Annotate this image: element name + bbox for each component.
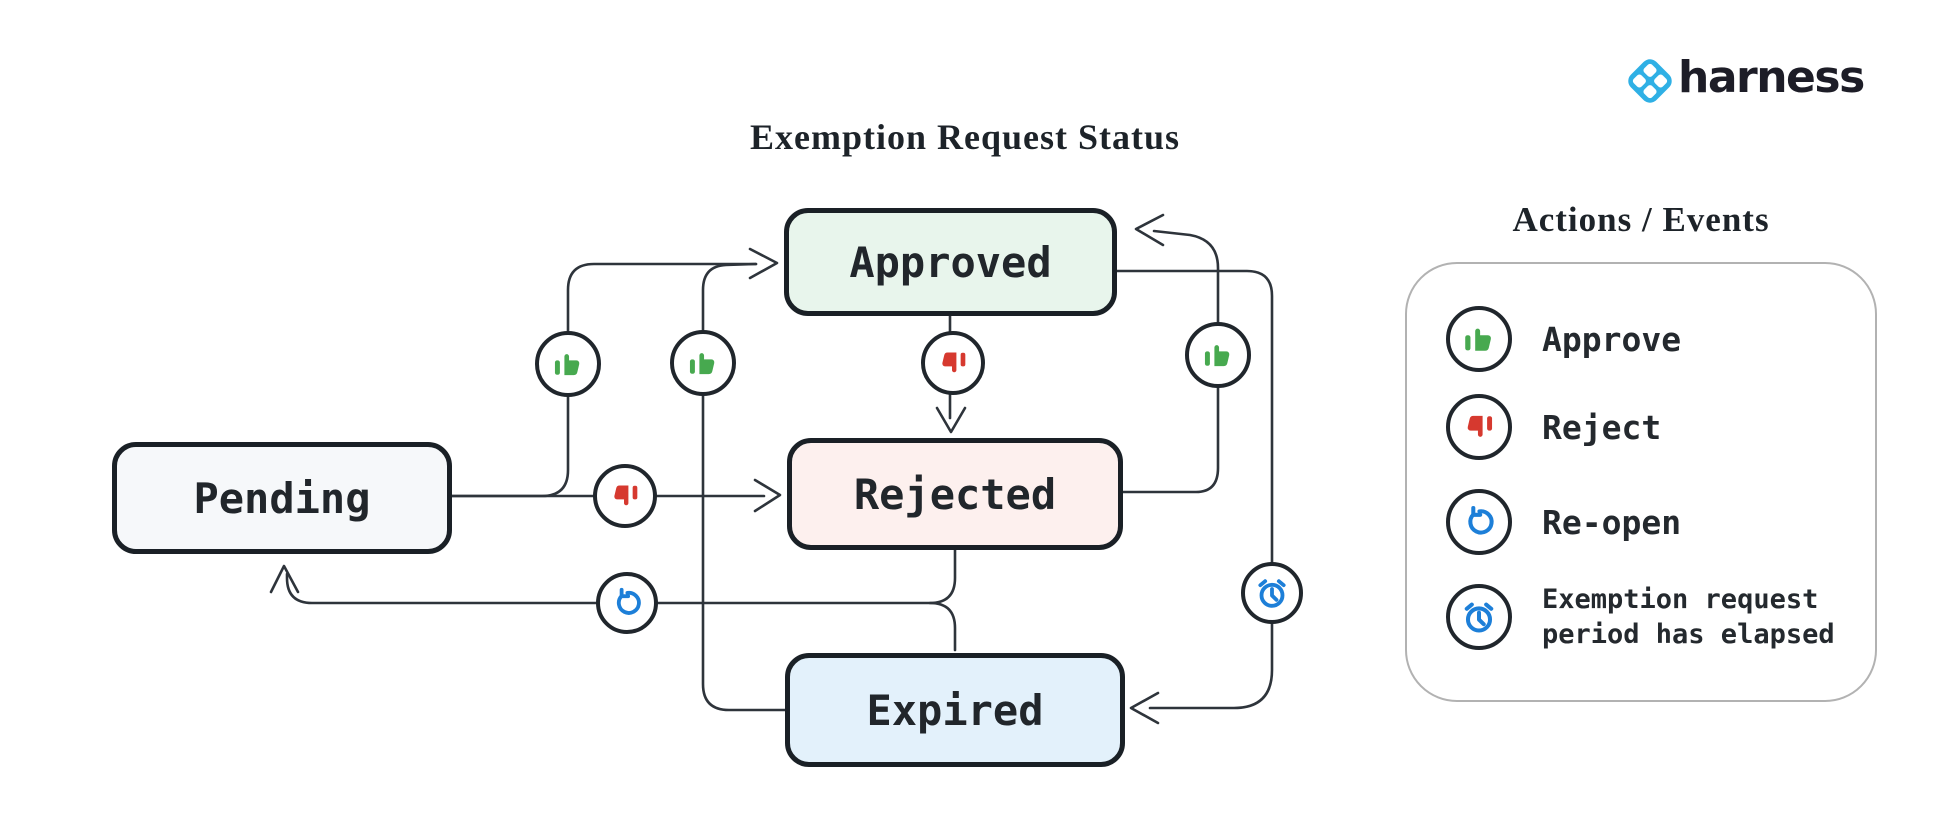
legend-label-approve: Approve xyxy=(1542,319,1682,359)
thumbs-up-icon xyxy=(685,345,721,381)
approve-badge-rejected-approved xyxy=(1185,322,1251,388)
arrowhead-into-approved-right xyxy=(1134,213,1165,247)
state-node-approved: Approved xyxy=(784,208,1117,316)
reject-badge-pending-rejected xyxy=(593,464,657,528)
alarm-clock-icon xyxy=(1458,596,1500,638)
legend-item-approve: Approve xyxy=(1446,306,1681,372)
legend-item-reject: Reject xyxy=(1446,394,1661,460)
arrowhead-into-approved-left xyxy=(748,247,779,280)
legend-label-reject: Reject xyxy=(1542,407,1662,447)
legend-item-elapsed: Exemption request period has elapsed xyxy=(1446,582,1835,652)
legend-approve-badge xyxy=(1446,306,1512,372)
legend-reject-badge xyxy=(1446,394,1512,460)
approve-badge-expired-approved xyxy=(670,330,736,396)
legend-title: Actions / Events xyxy=(1512,200,1770,239)
diagram-title: Exemption Request Status xyxy=(749,117,1181,157)
reopen-icon xyxy=(1461,504,1497,540)
edge-expired-approved xyxy=(701,262,787,712)
legend-label-reopen: Re-open xyxy=(1542,502,1682,542)
reopen-icon xyxy=(610,586,644,620)
arrowhead-into-pending-bottom xyxy=(269,564,300,594)
legend-label-elapsed: Exemption request period has elapsed xyxy=(1542,584,1835,650)
thumbs-up-icon xyxy=(1200,337,1236,373)
legend-box: Approve Reject Re-open Exemption request… xyxy=(1405,262,1877,702)
legend-reopen-badge xyxy=(1446,489,1512,555)
state-node-expired: Expired xyxy=(785,653,1125,767)
approve-badge-pending-approved xyxy=(535,331,601,397)
elapsed-badge-approved-expired xyxy=(1241,562,1303,624)
reopen-badge-to-pending xyxy=(596,572,658,634)
reject-badge-approved-rejected xyxy=(921,331,985,395)
thumbs-up-icon xyxy=(1460,320,1498,358)
brand-name: harness xyxy=(1678,52,1865,103)
state-node-pending: Pending xyxy=(112,442,452,554)
legend-item-reopen: Re-open xyxy=(1446,489,1681,555)
arrowhead-into-expired-right xyxy=(1129,691,1160,725)
brand-logo: harness xyxy=(1624,52,1865,106)
edge-expired-pending xyxy=(928,601,957,652)
state-node-rejected: Rejected xyxy=(787,438,1123,550)
alarm-clock-icon xyxy=(1252,573,1292,613)
arrowhead-into-rejected-left xyxy=(753,478,782,513)
arrowhead-into-rejected-top xyxy=(935,406,967,434)
thumbs-up-icon xyxy=(550,346,586,382)
thumbs-down-icon xyxy=(1461,409,1497,445)
thumbs-down-icon xyxy=(936,346,970,380)
legend-alarm-badge xyxy=(1446,584,1512,650)
edge-approved-expired xyxy=(1115,269,1274,710)
thumbs-down-icon xyxy=(608,479,642,513)
